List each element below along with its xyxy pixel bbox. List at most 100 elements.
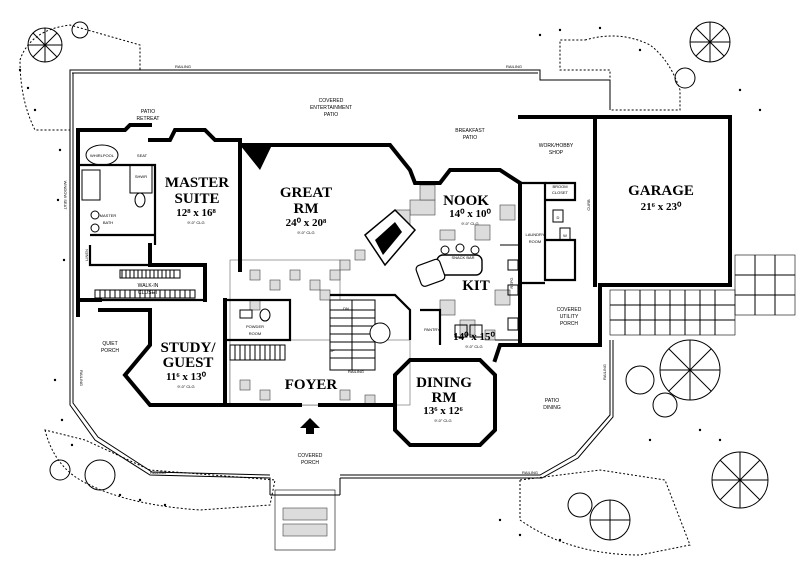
railing-bottom-left: RAILING [150,470,166,475]
master-bath-1: MASTER [100,213,117,218]
dryer-label: D [557,215,560,220]
master-suite-dims: 12⁸ x 16⁸ [176,207,216,219]
dining-title-1: DINING [416,375,472,391]
utility-porch-1: COVERED [557,307,582,313]
room-great-rm: GREAT RM 24⁰ x 20⁸ 9'-0" CLG [280,185,332,235]
laundry-room-1: LAUNDRY [525,232,544,237]
seat-label: SEAT [137,153,148,158]
dining-ceiling: 9'-0" CLG [434,418,451,423]
broom-closet-2: CLOSET [552,190,569,195]
railing-labels: RAILING RAILING RAILING RAILING RAILING … [79,64,607,475]
closet-shelving [94,269,286,361]
wall-column [240,145,272,170]
shrub-top-left [71,21,89,39]
garage-dims: 21⁶ x 23⁰ [641,201,682,213]
window-seat-label: WINDOW SEAT [63,181,68,210]
kitchen-counters [454,244,521,341]
patio-retreat-2: RETREAT [137,116,160,122]
porch-outline [69,69,614,496]
refg-label: REFG [509,277,514,288]
railing-top-left: RAILING [175,64,191,69]
master-bath-2: BATH [103,220,113,225]
room-dining-rm: DINING RM 13⁶ x 12⁶ 9'-0" CLG [416,375,472,423]
utility-porch-3: PORCH [560,321,578,327]
landscaping [18,21,769,556]
breakfast-patio-2: PATIO [463,135,477,141]
snack-bar-label: SNACK BAR [451,255,474,260]
room-master-suite: MASTER SUITE 12⁸ x 16⁸ 9'-0" CLG [165,175,229,225]
great-rm-ceiling: 9'-0" CLG [297,230,314,235]
interior-walls [80,163,577,345]
railing-bottom-right: RAILING [522,470,538,475]
study-ceiling: 9'-0" CLG [177,384,194,389]
pantry-label: PANTRY [424,327,440,332]
tree-bottom-left-1 [84,459,116,491]
covered-porch-1: COVERED [298,453,323,459]
kitchen-island [415,243,483,287]
stair-up-label: UP [329,348,335,353]
fireplace [364,208,417,267]
railing-stair: RAILING [348,369,364,374]
room-study-guest: STUDY/ GUEST 11⁶ x 13⁰ 9'-0" CLG [160,340,216,389]
tree-bottom-right-3 [567,492,593,518]
patio-retreat-1: PATIO [141,109,155,115]
room-garage: GARAGE 21⁶ x 23⁰ [628,183,694,213]
garage-side-paving [609,254,796,336]
tree-right-cluster-3 [652,392,678,418]
linen-label: LINEN [84,249,89,261]
nook-dims: 14⁰ x 10⁰ [449,208,491,220]
powder-room-2: ROOM [249,331,261,336]
stair-dn-label: DN [343,306,349,311]
nook-title: NOOK [443,193,489,209]
tree-right-cluster-2 [625,365,655,395]
patio-dining-2: DINING [543,405,561,411]
study-dims: 11⁶ x 13⁰ [166,371,207,383]
broom-closet-1: BROOM [552,184,567,189]
stairs [329,299,391,371]
tree-top-left [27,27,63,63]
planter-bed-bottom-left [44,429,276,511]
railing-right: RAILING [602,364,607,380]
great-rm-title-2: RM [294,201,319,217]
entertainment-patio-1: COVERED [319,98,344,104]
railing-top-right: RAILING [506,64,522,69]
room-nook: NOOK 14⁰ x 10⁰ 9'-0" CLG [443,193,491,226]
entertainment-patio-2: ENTERTAINMENT [310,105,352,111]
entertainment-patio-3: PATIO [324,112,338,118]
area-labels: PATIO RETREAT COVERED ENTERTAINMENT PATI… [63,98,591,466]
powder-fixtures [239,308,271,322]
dining-dims: 13⁶ x 12⁶ [423,405,463,417]
railing-left: RAILING [79,370,84,386]
breakfast-patio-1: BREAKFAST [455,128,484,134]
work-hobby-shop-2: SHOP [549,150,564,156]
washer-dryer [552,209,571,241]
master-suite-title-1: MASTER [165,175,229,191]
dining-title-2: RM [432,390,457,406]
planter-bed-bottom-right [519,469,691,556]
shwr-label: SHWR [135,174,147,179]
kit-dims: 14⁰ x 15⁰ [453,331,495,343]
study-title-1: STUDY/ [160,340,216,356]
quiet-porch-1: QUIET [102,341,117,347]
quiet-porch-2: PORCH [101,348,119,354]
garage-title: GARAGE [628,183,694,199]
exterior-walls [76,115,732,447]
tree-bottom-left-2 [49,459,71,481]
patio-dining-1: PATIO [545,398,559,404]
great-rm-title-1: GREAT [280,185,332,201]
covered-porch-2: PORCH [301,460,319,466]
work-hobby-shop-1: WORK/HOBBY [539,143,574,149]
nook-ceiling: 9'-0" CLG [461,221,478,226]
powder-room-1: POWDER [246,324,264,329]
planter-bed-right [559,35,681,111]
curb-label: CURB [586,199,591,211]
tile-foyer [229,249,411,406]
washer-label: W [563,233,567,238]
walk-in-closet-1: WALK-IN [138,283,159,289]
bath-fixtures [81,144,153,233]
room-kit: KIT 14⁰ x 15⁰ 9'-0" CLG [453,278,495,349]
utility-porch-2: UTILITY [560,314,579,320]
laundry-room-2: ROOM [529,239,541,244]
kit-title: KIT [462,278,490,294]
